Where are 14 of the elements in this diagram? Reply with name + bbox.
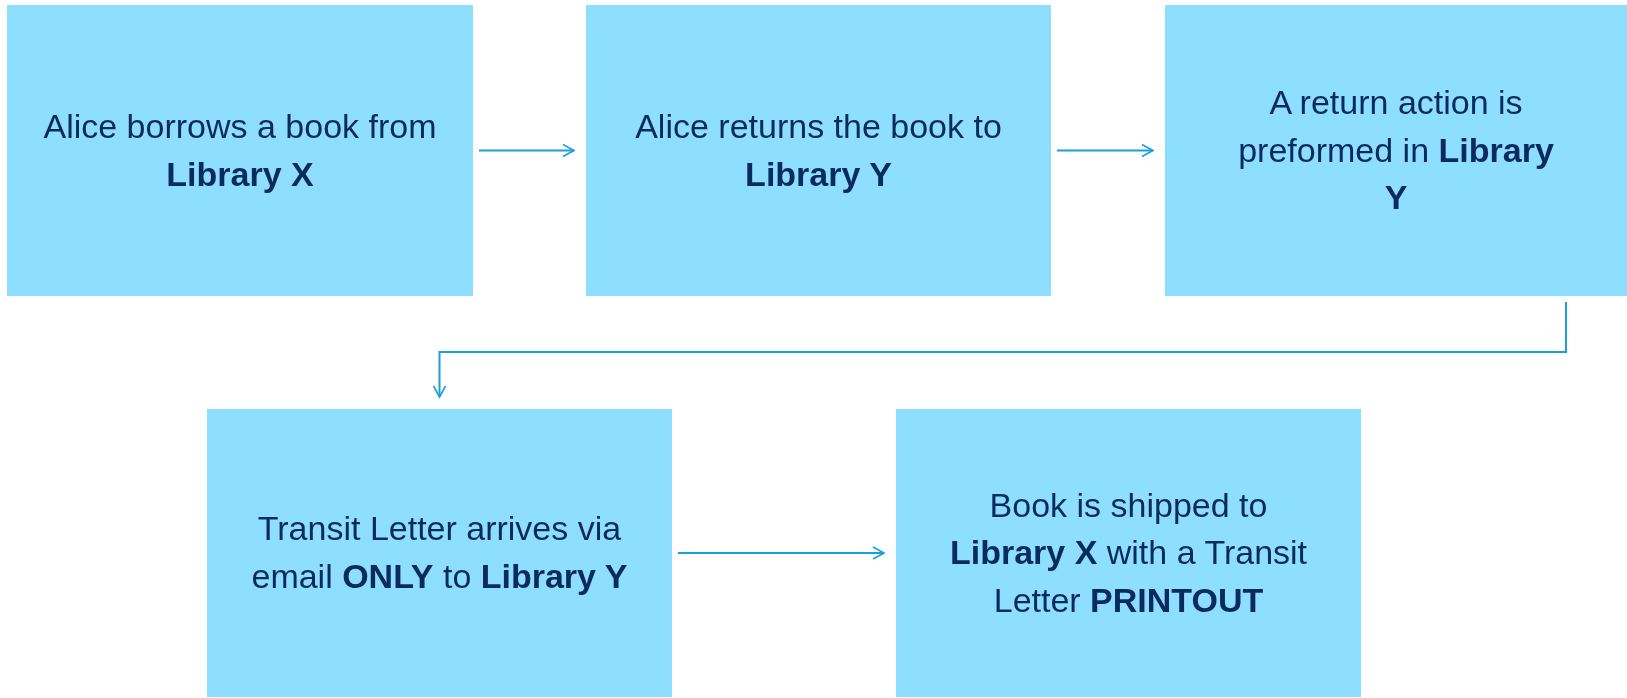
step-text: Alice borrows a book from Library X: [42, 105, 438, 195]
arrow: [432, 301, 1567, 398]
process-box: [207, 409, 672, 697]
step-text: Transit Letter arrives via email ONLY to Library Y: [250, 508, 629, 597]
process-box: [896, 409, 1361, 697]
process-box: [1165, 5, 1627, 296]
step-text: A return action is preformed in Library Y: [1237, 82, 1555, 219]
step-text: Book is shipped to Library X with a Transit Letter PRINTOUT: [948, 484, 1309, 621]
arrow: [1056, 143, 1154, 158]
process-box: [7, 5, 473, 296]
arrow: [478, 143, 575, 158]
arrow: [677, 546, 885, 560]
process-box: [586, 5, 1051, 296]
step-text: Alice returns the book to Library Y: [634, 105, 1003, 195]
